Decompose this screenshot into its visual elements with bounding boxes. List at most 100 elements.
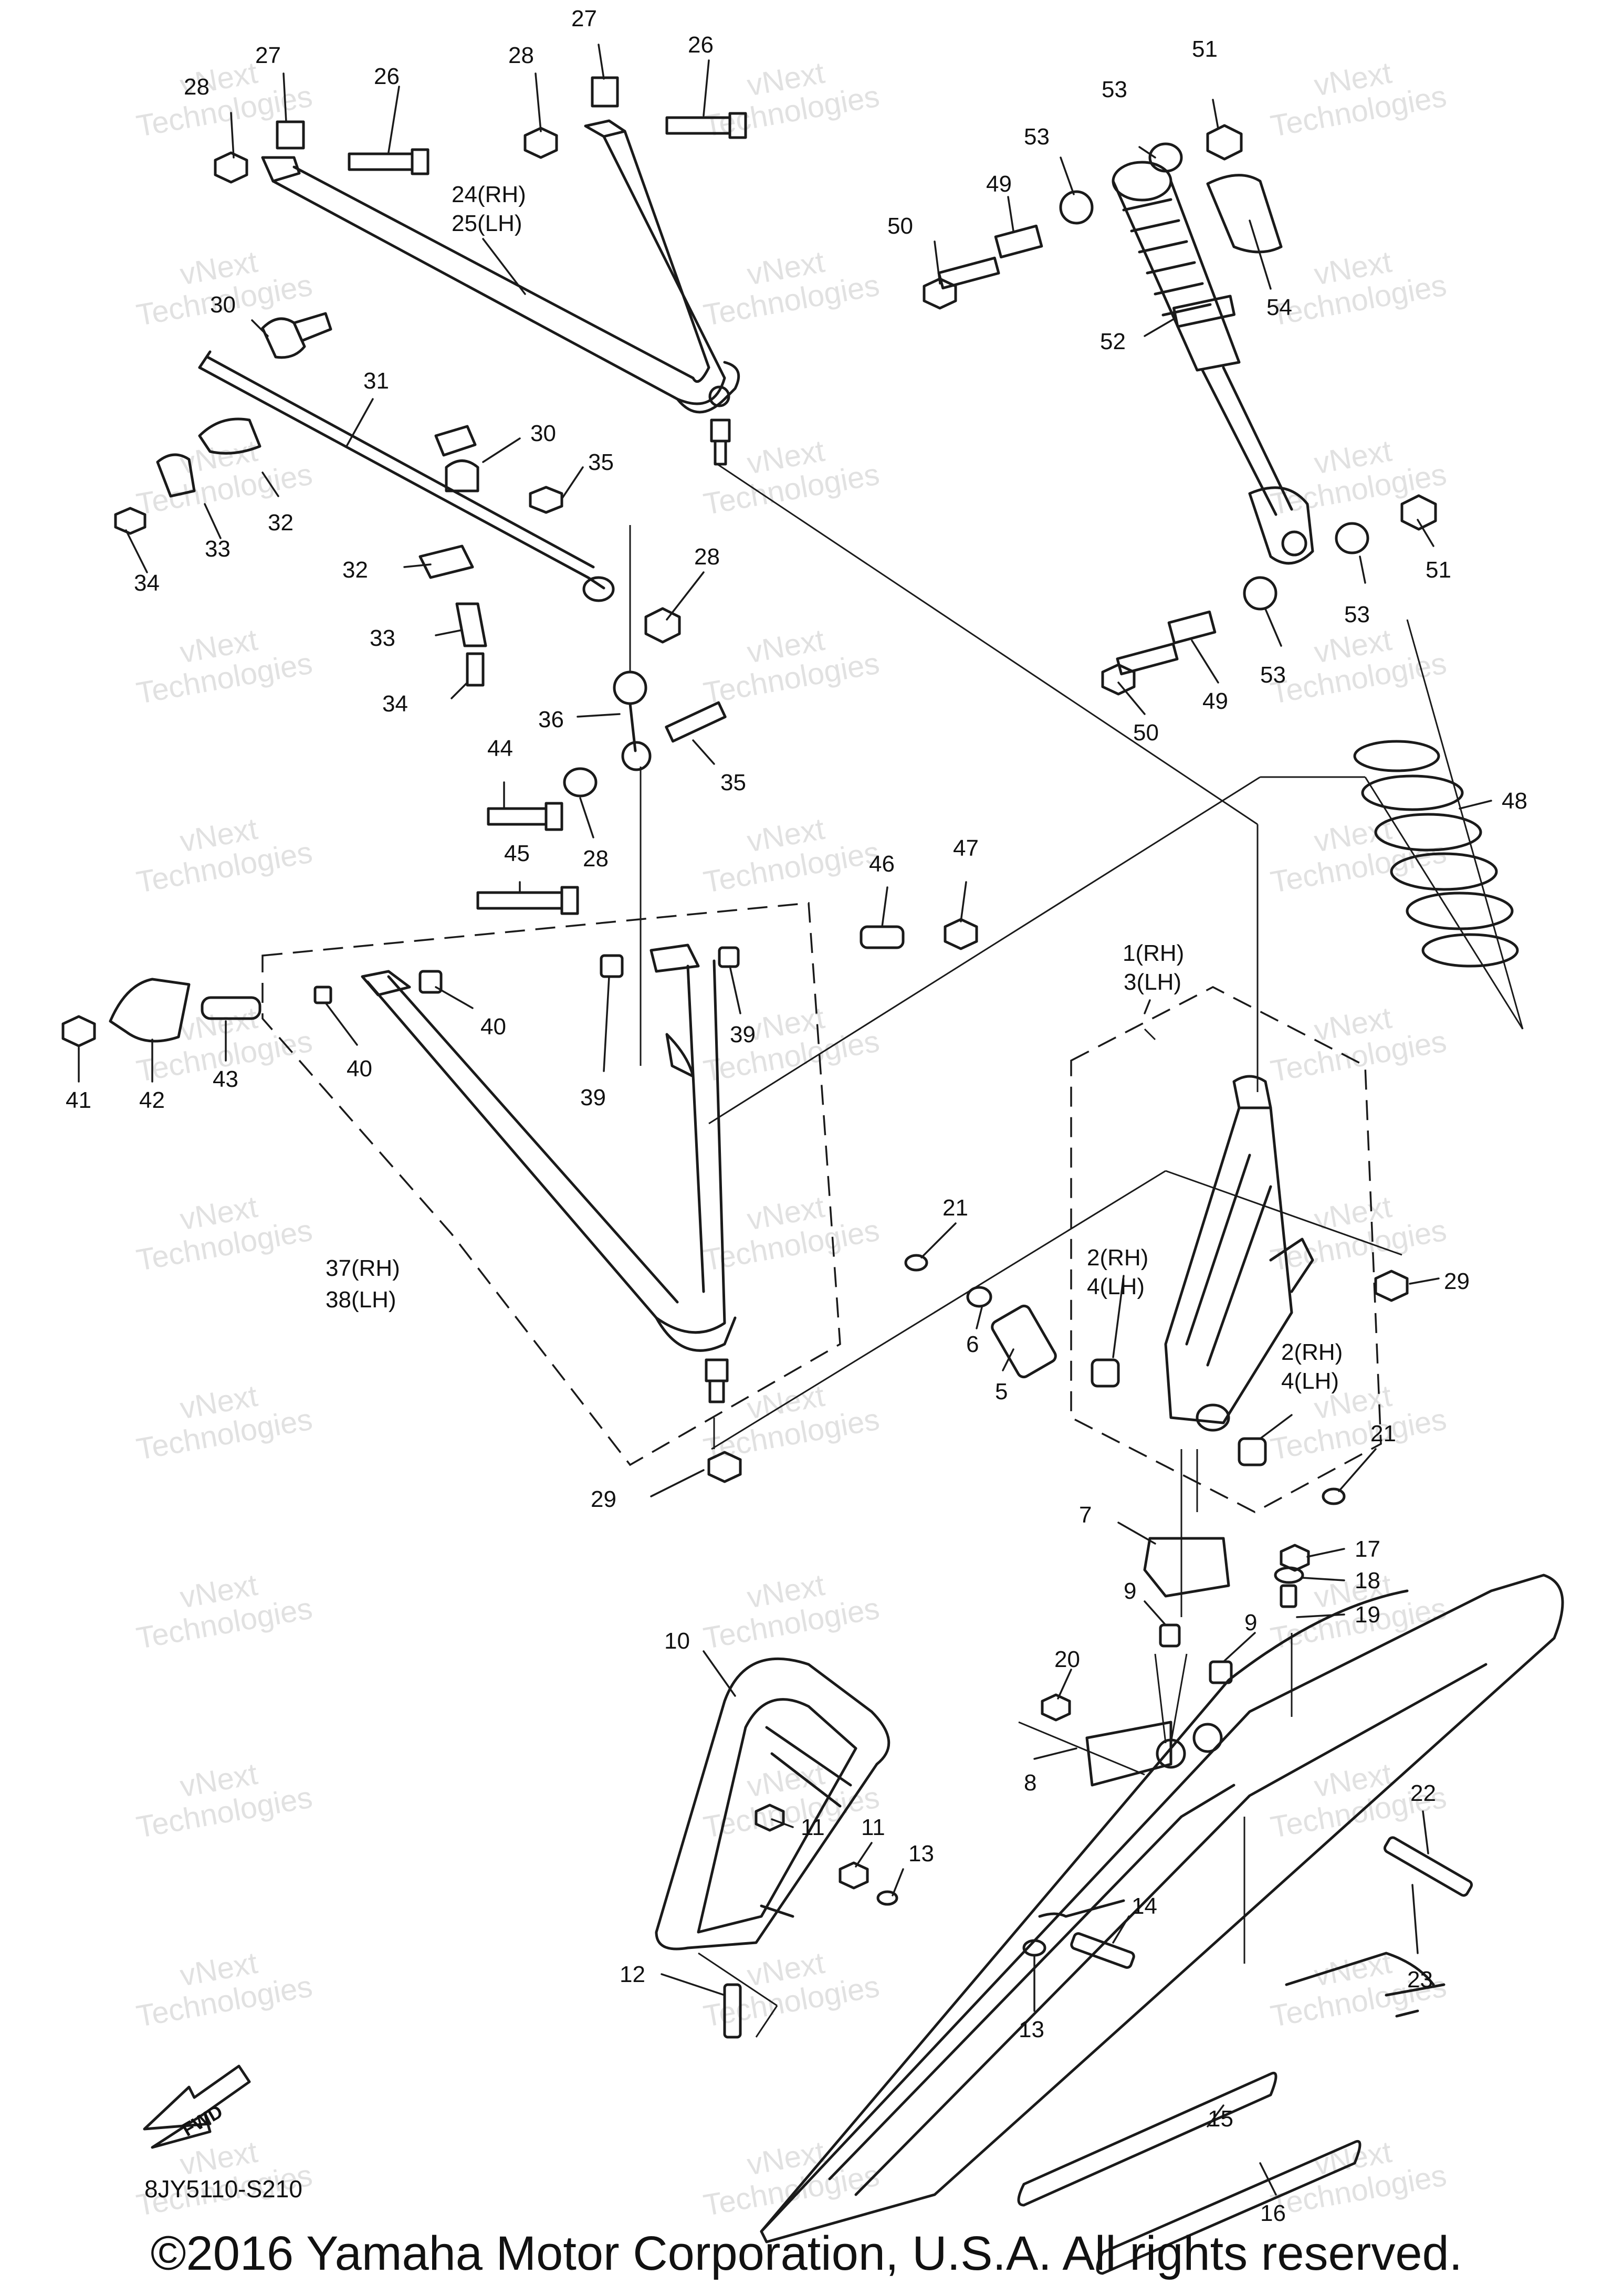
watermark-text: vNextTechnologies [695,425,882,521]
spindle-group-box [1070,986,1382,1513]
watermark-text: vNextTechnologies [128,614,315,710]
watermark-text: vNextTechnologies [695,236,882,332]
callout: 33 [370,625,395,651]
shock-hardware [923,124,1437,696]
callout: 11 [861,1815,885,1840]
callout: 20 [1054,1647,1080,1672]
callout-ticks [78,44,1492,2196]
watermark-text: vNextTechnologies [1262,803,1449,899]
callout: 34 [382,691,408,717]
callout: 6 [966,1332,979,1357]
watermark-text: vNextTechnologies [128,1181,315,1277]
callout: 16 [1260,2200,1286,2226]
callout: 26 [688,32,714,58]
callout: 43 [213,1066,238,1092]
callout: 48 [1502,788,1527,814]
lower-a-arm [361,943,737,1403]
callout: 32 [342,557,368,583]
callout: 13 [1019,2017,1044,2042]
lower-arm-group-box [261,902,841,1466]
callout: 28 [694,544,720,570]
callout: 28 [508,43,534,68]
callout: 7 [1079,1502,1092,1528]
watermark-text: vNextTechnologies [128,1559,315,1655]
callout: 2(RH) [1281,1339,1343,1365]
watermark-text: vNextTechnologies [695,803,882,899]
watermark-text: vNextTechnologies [128,1748,315,1844]
callout: 32 [268,510,294,536]
callout: 29 [1444,1268,1470,1294]
callout: 23 [1407,1967,1433,1993]
callout: 45 [504,841,530,866]
callout: 5 [995,1379,1008,1404]
callout: 50 [1133,720,1159,746]
callout: 26 [374,64,400,89]
callout: 37(RH) [326,1255,400,1281]
watermark-text: vNextTechnologies [128,425,315,521]
callout: 25(LH) [452,211,522,236]
callout: 49 [986,171,1012,197]
callout: 53 [1102,77,1127,102]
callout: 28 [583,846,609,872]
callout: 10 [664,1628,690,1654]
callout: 51 [1426,557,1451,583]
ski-assembly [760,1537,1564,2243]
coil-spring [1353,740,1519,968]
callout: 29 [591,1486,616,1512]
callout: 42 [139,1087,165,1113]
callout: 53 [1260,662,1286,688]
watermark-text: vNextTechnologies [128,803,315,899]
spindle-hardware [707,1254,1409,1505]
watermark-text: vNextTechnologies [128,236,315,332]
stabilizer-bar [114,312,681,687]
callout: 40 [480,1014,506,1040]
callout: 51 [1192,36,1218,62]
callout: 21 [1370,1421,1396,1446]
callout: 27 [255,43,281,68]
callout: 11 [801,1815,825,1840]
watermark-text: vNextTechnologies [695,614,882,710]
forward-arrow-icon: FWD [143,2064,251,2149]
upper-arm-hardware [214,76,747,184]
callout: 9 [1244,1610,1257,1635]
callout-labels: 27 28 26 27 28 26 24(RH) 25(LH) 51 53 53… [66,6,1527,2226]
callout: 40 [347,1056,372,1082]
callout: 9 [1124,1578,1136,1604]
callout: 35 [720,770,746,795]
callout: 18 [1355,1568,1380,1593]
callout: 30 [210,292,236,318]
lower-arm-hardware [61,918,978,1047]
callout: 39 [730,1022,756,1047]
callout: 19 [1355,1602,1380,1628]
callout: 15 [1208,2106,1233,2132]
callout: 41 [66,1087,91,1113]
watermark-text: vNextTechnologies [1262,614,1449,710]
watermark-text: vNextTechnologies [128,1937,315,2033]
callout: 21 [942,1195,968,1221]
callout: 12 [620,1962,645,1987]
upper-a-arm [261,119,740,466]
callout: 30 [530,421,556,446]
callout: 31 [363,368,389,394]
callout: 14 [1132,1893,1157,1919]
watermark-text: vNextTechnologies [695,47,882,143]
callout: 2(RH) [1087,1245,1148,1271]
watermark-text: vNextTechnologies [695,1559,882,1655]
callout: 17 [1355,1536,1380,1562]
callout: 44 [487,736,513,761]
callout: 3(LH) [1124,969,1181,995]
watermark-text: vNextTechnologies [695,2126,882,2222]
leader-lines [629,461,1524,2038]
callout: 27 [571,6,597,32]
copyright-notice: ©2016 Yamaha Motor Corporation, U.S.A. A… [150,2227,1463,2280]
callout: 34 [134,570,160,596]
callout: 53 [1024,124,1050,150]
watermark-text: vNextTechnologies [1262,992,1449,1088]
watermark-text: vNextTechnologies [128,1370,315,1466]
callout: 53 [1344,602,1370,627]
shock-absorber [1112,161,1314,565]
callout: 47 [953,835,979,861]
callout: 8 [1024,1770,1036,1796]
ski-handle [655,1657,891,1951]
